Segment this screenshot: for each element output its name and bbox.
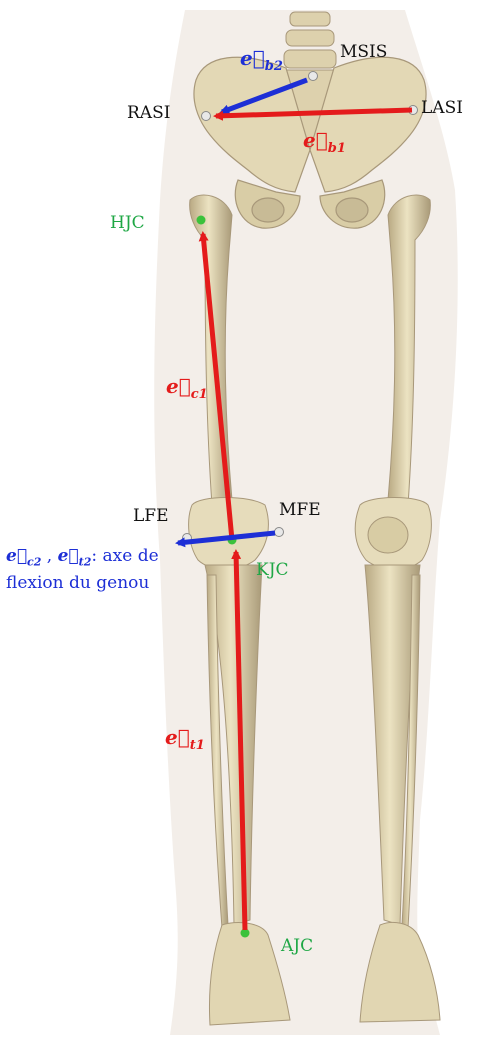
label-hjc: HJC (110, 215, 145, 232)
vector-label-et1: e⃗t1 (165, 727, 205, 752)
vector-label-ec1: e⃗c1 (166, 376, 208, 401)
label-msis: MSIS (340, 44, 387, 61)
label-kjc: KJC (256, 562, 289, 579)
vector-label-eb1: e⃗b1 (303, 130, 346, 155)
label-lfe: LFE (133, 508, 169, 525)
label-lasi: LASI (421, 100, 463, 117)
label-ajc: AJC (281, 938, 313, 955)
label-mfe: MFE (279, 502, 321, 519)
label-rasi: RASI (127, 105, 170, 122)
flexion-axis-note: e⃗c2 , e⃗t2: axe de flexion du genou (6, 543, 176, 597)
vector-label-eb2: e⃗b2 (240, 48, 283, 73)
